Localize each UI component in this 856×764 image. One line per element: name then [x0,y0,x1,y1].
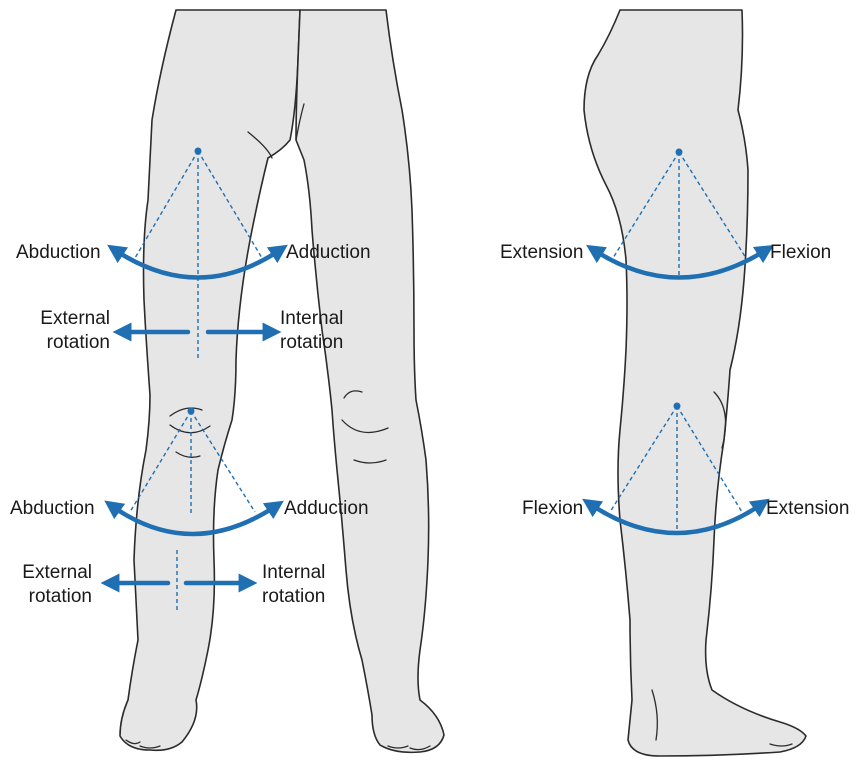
front-hip-internal-rotation-label-2: rotation [280,332,343,353]
front-knee-external-rotation-label-2: rotation [29,586,92,607]
front-knee-abduction-label: Abduction [10,498,95,519]
front-knee-adduction-label: Adduction [284,498,369,519]
front-hip-adduction-label: Adduction [286,242,371,263]
side-hip-extension-label: Extension [500,242,583,263]
side-knee-extension-label: Extension [766,498,849,519]
front-hip-internal-rotation-label-1: Internal [280,308,343,329]
front-hip-external-rotation-label-1: External [40,308,110,329]
front-left-leg [296,10,444,752]
front-knee-internal-rotation-label-2: rotation [262,586,325,607]
side-hip-flexion-label: Flexion [770,242,831,263]
front-view [120,10,444,752]
front-hip-external-rotation-label-2: rotation [47,332,110,353]
side-leg [584,10,806,756]
front-right-leg [120,10,300,750]
front-knee-internal-rotation-label-1: Internal [262,562,325,583]
front-knee-external-rotation-label-1: External [22,562,92,583]
front-hip-abduction-label: Abduction [16,242,101,263]
side-view [584,10,806,756]
side-knee-flexion-label: Flexion [522,498,583,519]
